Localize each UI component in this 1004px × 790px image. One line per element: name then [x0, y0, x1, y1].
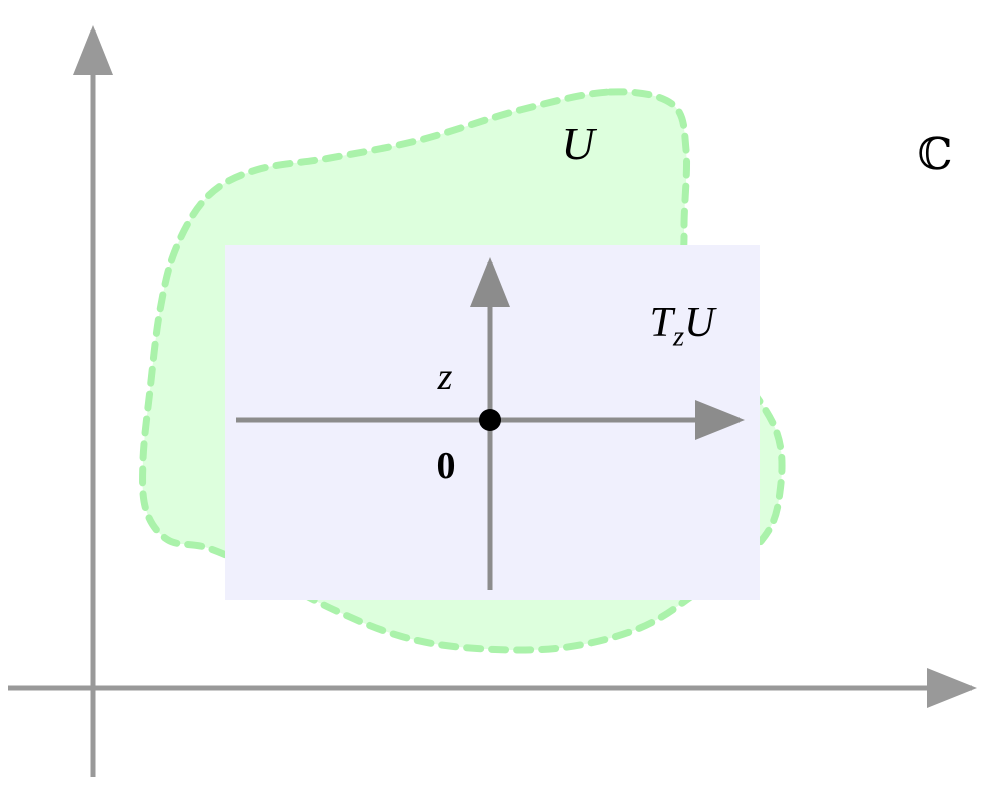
open-set-label: U: [561, 118, 595, 169]
tangent-space-label-U: U: [684, 300, 715, 347]
base-point-marker: [479, 409, 501, 431]
tangent-space-label-subscript: z: [672, 321, 685, 353]
tangent-space-label-T: T: [649, 300, 673, 347]
base-point-label-z: z: [437, 356, 453, 398]
base-point-label-zero: 0: [436, 445, 456, 487]
complex-plane-label: ℂ: [917, 130, 953, 179]
tangent-space-label: TzU: [650, 302, 715, 352]
